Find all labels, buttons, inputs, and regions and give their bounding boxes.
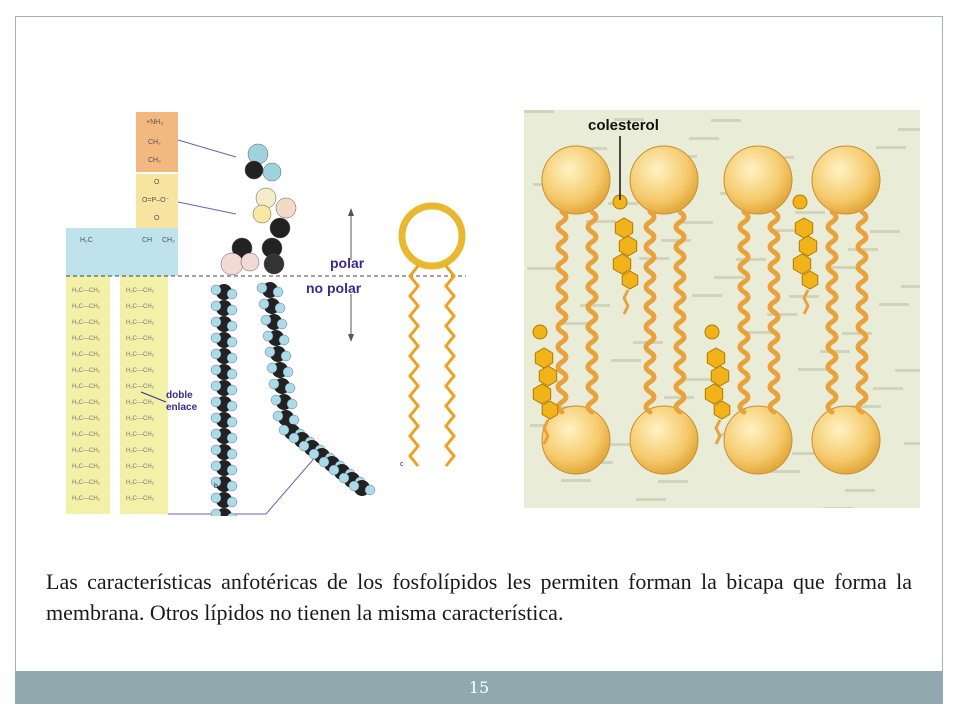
- svg-text:H₂C—CH₂: H₂C—CH₂: [72, 368, 101, 374]
- formula-h2c: H₂C: [80, 237, 93, 244]
- svg-text:H₂C—CH₂: H₂C—CH₂: [126, 480, 155, 486]
- label-polar: polar: [330, 255, 365, 271]
- svg-text:H₂C—CH₂: H₂C—CH₂: [126, 368, 155, 374]
- phospholipid-structure-figure: +NH₃ CH₂ CH₂ O O=P–O⁻ O H₂C CH CH₂ H₂C—C…: [66, 112, 466, 516]
- svg-text:H₂C—CH₂: H₂C—CH₂: [126, 384, 155, 390]
- space-filling-model: [210, 143, 376, 516]
- svg-text:H₂C—CH₂: H₂C—CH₂: [72, 288, 101, 294]
- choline-block: [136, 112, 178, 172]
- formula-ch: CH: [142, 237, 152, 244]
- svg-text:H₂C—CH₂: H₂C—CH₂: [72, 464, 101, 470]
- svg-text:H₂C—CH₂: H₂C—CH₂: [72, 480, 101, 486]
- svg-text:H₂C—CH₂: H₂C—CH₂: [72, 400, 101, 406]
- svg-text:H₂C—CH₂: H₂C—CH₂: [72, 352, 101, 358]
- svg-text:H₂C—CH₂: H₂C—CH₂: [126, 304, 155, 310]
- label-doble: doble: [166, 390, 193, 401]
- svg-text:H₂C—CH₂: H₂C—CH₂: [126, 416, 155, 422]
- svg-text:H₂C—CH₂: H₂C—CH₂: [72, 320, 101, 326]
- svg-text:H₂C—CH₂: H₂C—CH₂: [126, 432, 155, 438]
- svg-text:H₂C—CH₂: H₂C—CH₂: [126, 496, 155, 502]
- formula-ch2-b: CH₂: [148, 157, 161, 164]
- svg-text:H₂C—CH₂: H₂C—CH₂: [72, 384, 101, 390]
- membrane-cholesterol-figure: colesterol: [524, 110, 920, 508]
- page-number: 15: [468, 678, 490, 697]
- svg-text:H₂C—CH₂: H₂C—CH₂: [72, 432, 101, 438]
- svg-text:H₂C—CH₂: H₂C—CH₂: [72, 336, 101, 342]
- slide-body-text: Las características anfotéricas de los f…: [46, 569, 912, 625]
- footer-bar: 15: [15, 671, 943, 704]
- label-enlace: enlace: [166, 402, 198, 413]
- fatty-acid-tail-1: [66, 276, 110, 514]
- svg-text:H₂C—CH₂: H₂C—CH₂: [126, 352, 155, 358]
- label-no-polar: no polar: [306, 280, 362, 296]
- svg-text:H₂C—CH₂: H₂C—CH₂: [126, 320, 155, 326]
- label-b: b: [214, 483, 218, 490]
- svg-text:H₂C—CH₂: H₂C—CH₂: [72, 416, 101, 422]
- schematic-tail-right: [444, 265, 456, 467]
- label-c: c: [400, 461, 404, 468]
- phosphate-block: [136, 174, 178, 228]
- schematic-head: [398, 202, 466, 270]
- svg-text:H₂C—CH₂: H₂C—CH₂: [72, 304, 101, 310]
- label-colesterol: colesterol: [588, 117, 659, 134]
- formula-o-b: O: [154, 215, 160, 222]
- schematic-tail-left: [408, 265, 420, 467]
- formula-nh3: +NH₃: [146, 119, 163, 126]
- svg-text:H₂C—CH₂: H₂C—CH₂: [72, 496, 101, 502]
- svg-text:H₂C—CH₂: H₂C—CH₂: [72, 448, 101, 454]
- svg-text:H₂C—CH₂: H₂C—CH₂: [126, 400, 155, 406]
- glycerol-band: [66, 228, 178, 276]
- fatty-acid-tail-2: [120, 276, 168, 514]
- formula-o-a: O: [154, 179, 160, 186]
- svg-text:H₂C—CH₂: H₂C—CH₂: [126, 448, 155, 454]
- svg-text:H₂C—CH₂: H₂C—CH₂: [126, 336, 155, 342]
- svg-text:H₂C—CH₂: H₂C—CH₂: [126, 288, 155, 294]
- formula-phosphate: O=P–O⁻: [142, 197, 170, 204]
- formula-ch2-c: CH₂: [162, 237, 175, 244]
- formula-ch2-a: CH₂: [148, 139, 161, 146]
- svg-text:H₂C—CH₂: H₂C—CH₂: [126, 464, 155, 470]
